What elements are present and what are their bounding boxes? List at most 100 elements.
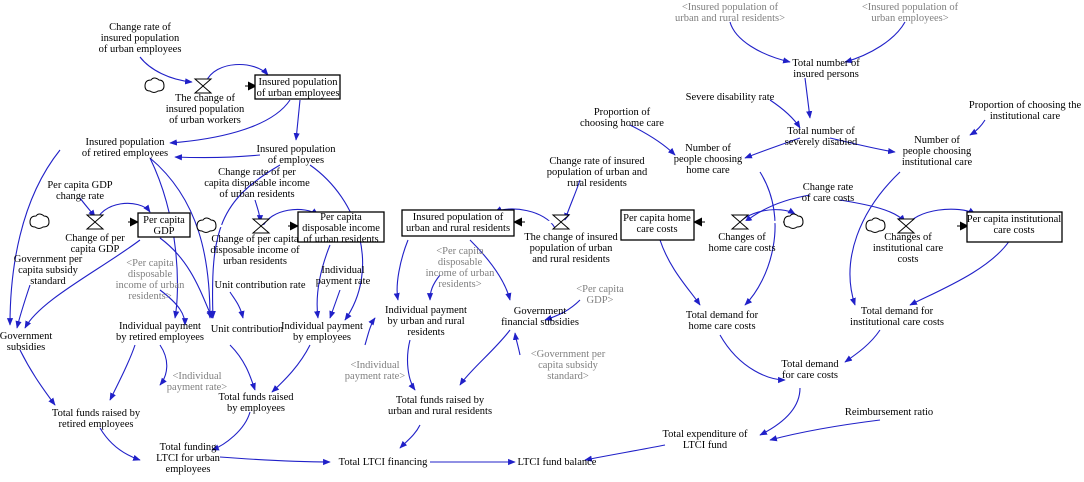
stocks [137,74,1063,243]
label-line: Change rate [803,182,854,193]
label-line: Change of per capita [211,234,299,245]
label-line: costs [898,254,919,265]
label-line: care costs [636,224,677,235]
label-line: Individual payment [385,305,467,316]
label-line: Total number of [792,58,860,69]
label-line: Per capita [320,212,362,223]
label-line: Government per [14,254,83,265]
valve-icon [251,218,271,234]
label-ltci-fund-balance: LTCI fund balance [518,457,597,468]
label-line: residents [407,327,444,338]
label-line: severely disabled [785,137,858,148]
label-line: urban and rural residents> [675,13,785,24]
label-line: Insured population [258,77,338,88]
label-line: Proportion of [594,107,651,118]
label-line: change rate [56,191,104,202]
label-line: urban and rural residents [406,223,510,234]
label-line: Changes of [884,232,932,243]
label-line: Total funds raised by [52,408,141,419]
source-cloud [29,213,50,229]
stock-insured-urban-rural [401,209,515,237]
label-total-ltci-financing: Total LTCI financing [339,457,428,468]
label-line: Total demand [781,359,839,370]
label-line: retired employees [59,419,134,430]
valves [85,78,916,234]
label-line: of urban workers [169,115,241,126]
label-line: home care costs [688,321,755,332]
label-line: Changes of [718,232,766,243]
label-line: payment rate [316,276,371,287]
stock-per-capita-institutional-care [966,211,1063,243]
label-line: home care costs [708,243,775,254]
label-line: employees [166,464,211,475]
stock-per-capita-gdp [137,212,191,238]
label-line: Change rate of [109,22,171,33]
label-line: LTCI fund balance [518,457,597,468]
label-line: Unit contribution [211,324,284,335]
label-line: Total expenditure of [663,429,748,440]
label-line: of urban employees [257,88,340,99]
label-line: disposable income [302,223,380,234]
label-line: institutional care [902,157,973,168]
label-line: <Per capita [126,258,174,269]
label-line: capita subsidy [18,265,79,276]
label-line: institutional care [990,111,1061,122]
stock-per-capita-home-care [620,209,695,241]
label-line: insured population [166,104,245,115]
label-line: Severe disability rate [686,92,775,103]
label-line: Individual [321,265,364,276]
label-line: institutional care costs [850,317,944,328]
label-line: home care [686,165,730,176]
label-line: Total funds raised [218,392,294,403]
label-line: Insured population [256,144,336,155]
label-line: and rural residents [532,254,610,265]
label-line: Change rate of insured [549,156,645,167]
valve-icon [730,214,750,230]
label-line: Number of [685,143,731,154]
label-line: capita GDP [71,244,120,255]
label-line: rural residents [567,178,627,189]
valve-icon [193,78,213,94]
label-line: Individual payment [119,321,201,332]
valve-icon [896,218,916,234]
label-line: Change rate of per [218,167,296,178]
label-line: insured persons [793,69,859,80]
label-line: Proportion of choosing the [969,100,1082,111]
label-line: Per capita [143,215,185,226]
source-cloud [196,217,217,233]
source-cloud [144,77,165,93]
label-line: <Insured population of [682,2,779,13]
valve-icon [85,214,105,230]
label-line: Insured population [85,137,165,148]
label-line: disposable income of [210,245,300,256]
label-line: LTCI fund [683,440,728,451]
valve-icon [551,214,571,230]
label-line: capita subsidy [538,360,599,371]
label-line: of urban employees [99,44,182,55]
